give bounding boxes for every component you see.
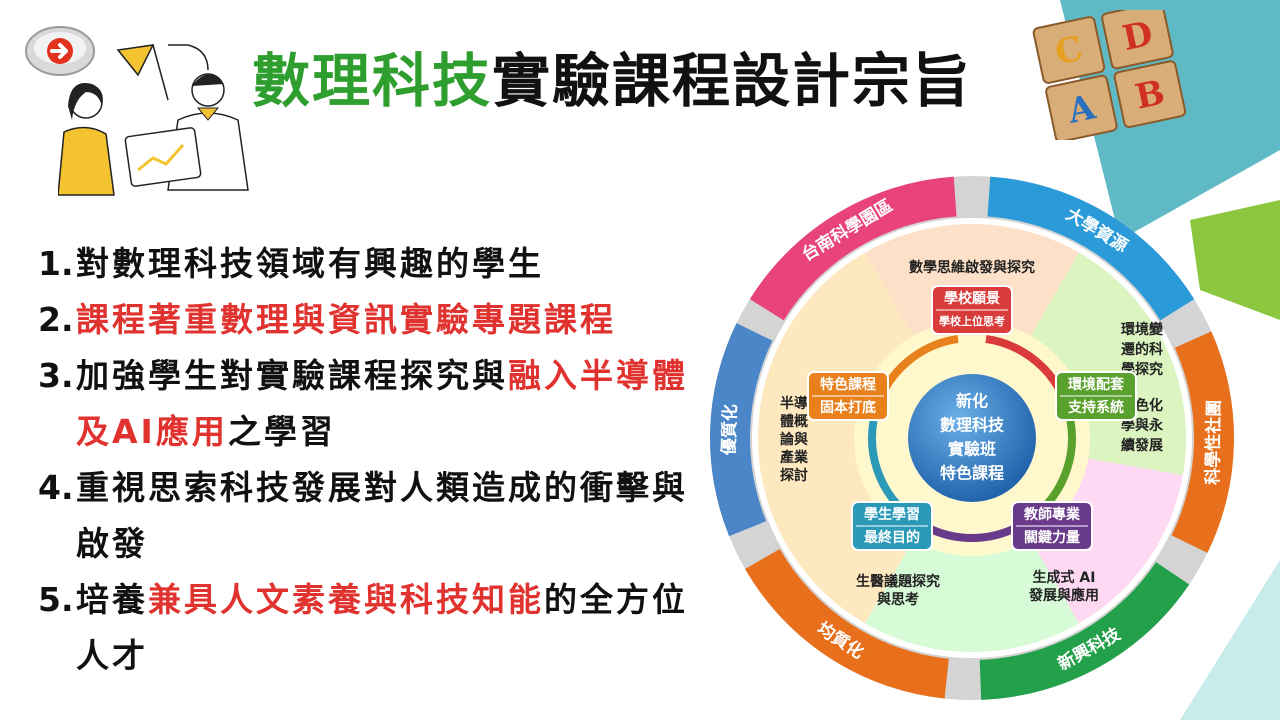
segment-label-right-b: 續發展 (1121, 437, 1163, 454)
outer-arc-left (710, 323, 773, 537)
segment-label-bottom-left: 生醫議題探究 (856, 573, 940, 590)
block-d: D (1101, 10, 1174, 70)
title-dark-part: 實驗課程設計宗旨 (492, 47, 973, 115)
segment-label-left: 體概 (780, 413, 808, 430)
segment-label-right-a: 遷的科 (1121, 341, 1163, 358)
segment-label-top: 數學思維啟發與探究 (909, 259, 1035, 276)
purpose-item-text: 融入半導體及AI應用 (76, 356, 688, 451)
outer-arc-bottom-right (979, 562, 1190, 700)
segment-label-left: 產業 (779, 449, 809, 466)
purpose-item-number: 3. (38, 356, 74, 395)
wheel-node-title: 特色課程 (820, 376, 876, 393)
center-label: 數理科技 (940, 416, 1005, 435)
segment-label-bottom-right: 生成式 AI (1033, 569, 1096, 586)
center-label: 實驗班 (948, 440, 996, 459)
segment-label-left: 半導 (780, 395, 808, 412)
center-disc (908, 374, 1036, 502)
segment-label-bottom-right: 發展與應用 (1028, 587, 1099, 604)
page-title: 數理科技實驗課程設計宗旨 (252, 34, 972, 118)
purpose-item-text: 加強學生對實驗課程探究與 (76, 356, 508, 395)
segment-label-left: 論與 (780, 431, 808, 448)
block-b: B (1113, 60, 1187, 129)
outer-arc-bottom-left (745, 549, 949, 699)
green-corner-shape (1190, 200, 1280, 320)
purpose-item-text: 課程著重數理與資訊實驗專題課程 (76, 300, 616, 339)
outer-arc-right (1171, 331, 1234, 553)
purpose-item-text: 之學習 (227, 412, 336, 451)
course-wheel-diagram: 台南科學園區大學資源科學性社團新興科技均質化優質化新化數理科技實驗班特色課程數學… (710, 176, 1234, 700)
next-arrow-button[interactable] (24, 24, 96, 82)
purpose-item-4: 4.重視思索科技發展對人類造成的衝擊與啟發 (38, 460, 698, 572)
illustration-people (58, 44, 249, 196)
purpose-item-number: 5. (38, 580, 74, 619)
purpose-item-2: 2.課程著重數理與資訊實驗專題課程 (38, 292, 698, 348)
wheel-node-title: 環境配套 (1068, 376, 1124, 393)
outer-label-right: 科學性社團 (1202, 400, 1224, 485)
light-teal-corner-shape (1180, 560, 1280, 720)
core-ring-arc (923, 522, 1021, 542)
purpose-item-text: 的全方位人才 (76, 580, 688, 675)
center-label: 特色課程 (940, 464, 1004, 483)
wheel-node-sub: 最終目的 (864, 529, 920, 546)
block-c: C (1032, 16, 1106, 84)
purpose-item-3: 3.加強學生對實驗課程探究與融入半導體及AI應用之學習 (38, 348, 698, 460)
abcd-blocks: A B C D (1032, 10, 1187, 140)
block-a: A (1045, 74, 1118, 140)
purpose-item-1: 1.對數理科技領域有興趣的學生 (38, 236, 698, 292)
segment-label-left: 探討 (780, 467, 808, 484)
arrow-right-icon (47, 38, 73, 64)
purpose-item-text: 對數理科技領域有興趣的學生 (76, 244, 544, 283)
title-green-part: 數理科技 (252, 47, 493, 115)
wheel-node-title: 教師專業 (1024, 506, 1081, 523)
center-label: 新化 (956, 392, 988, 411)
wheel-node-sub: 關鍵力量 (1024, 529, 1080, 546)
segment-label-bottom-left: 與思考 (877, 591, 919, 608)
purpose-item-5: 5.培養兼具人文素養與科技知能的全方位人才 (38, 572, 698, 684)
outer-label-left: 優質化 (718, 404, 741, 457)
outer-arc-top-left (749, 176, 957, 321)
wheel-node-sub: 固本打底 (820, 399, 876, 416)
wheel-node-sub: 支持系統 (1067, 399, 1124, 416)
purpose-item-number: 4. (38, 468, 74, 507)
purpose-item-text: 兼具人文素養與科技知能 (148, 580, 544, 619)
segment-label-right-b: 學與永 (1121, 417, 1164, 434)
wheel-node-title: 學校願景 (944, 290, 1000, 307)
segment-label-right-a: 環境變 (1121, 321, 1164, 338)
purpose-item-number: 2. (38, 300, 74, 339)
wheel-node-sub: 學校上位思考 (939, 314, 1005, 328)
wheel-node-title: 學生學習 (864, 506, 920, 523)
outer-arc-top-right (987, 176, 1195, 321)
purpose-item-text: 重視思索科技發展對人類造成的衝擊與啟發 (76, 468, 688, 563)
purpose-item-text: 培養 (76, 580, 148, 619)
purpose-item-number: 1. (38, 244, 74, 283)
